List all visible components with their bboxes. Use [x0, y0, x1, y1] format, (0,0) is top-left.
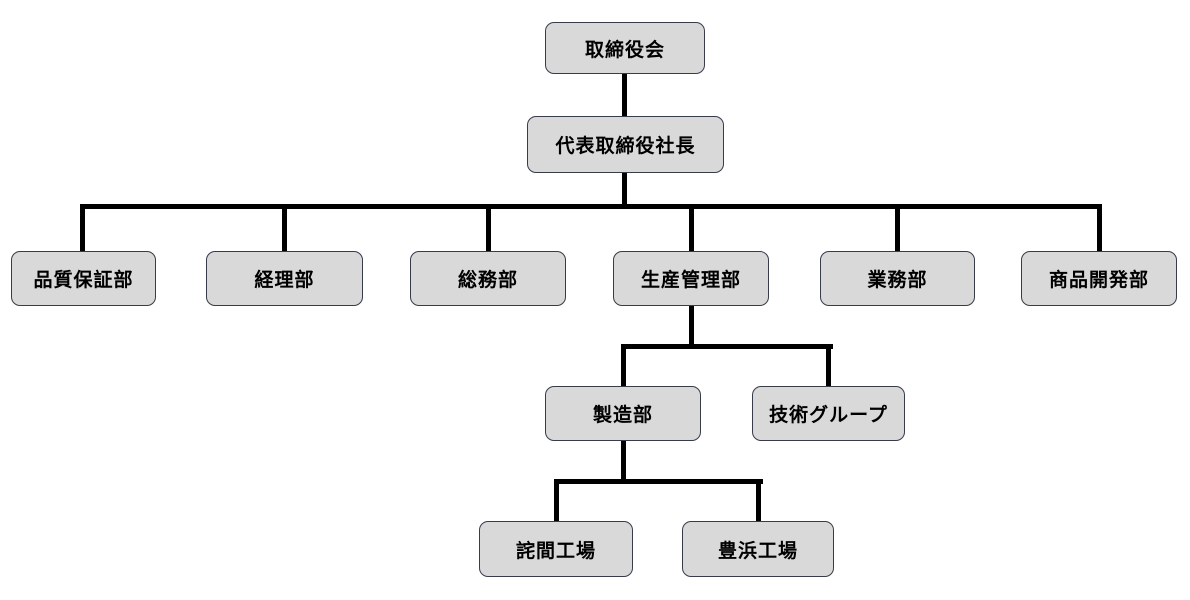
connector-level3-bus — [80, 204, 1102, 209]
connector-drop-accounting — [282, 204, 287, 251]
node-manufacturing: 製造部 — [545, 386, 701, 441]
connector-board-president — [622, 74, 627, 116]
connector-president-stem — [622, 173, 627, 209]
connector-level5-bus — [554, 479, 763, 484]
node-general-affairs: 総務部 — [410, 251, 566, 306]
node-toyohama-factory: 豊浜工場 — [682, 521, 834, 577]
node-board-of-directors: 取締役会 — [545, 22, 705, 74]
connector-drop-general-affairs — [486, 204, 491, 251]
connector-drop-manufacturing — [621, 344, 626, 386]
node-accounting: 経理部 — [206, 251, 363, 306]
connector-level4-bus — [621, 344, 833, 349]
node-technical-group: 技術グループ — [752, 386, 905, 441]
connector-drop-takuma-factory — [554, 479, 559, 521]
node-takuma-factory: 詫間工場 — [479, 521, 633, 577]
node-president: 代表取締役社長 — [527, 116, 724, 173]
connector-drop-production-management — [689, 204, 694, 251]
connector-drop-product-development — [1097, 204, 1102, 251]
connector-drop-operations — [895, 204, 900, 251]
connector-production-management-stem — [689, 306, 694, 349]
node-quality-assurance: 品質保証部 — [11, 251, 156, 306]
connector-manufacturing-stem — [621, 441, 626, 484]
node-production-management: 生産管理部 — [613, 251, 769, 306]
connector-drop-technical-group — [826, 344, 831, 386]
node-product-development: 商品開発部 — [1021, 251, 1177, 306]
node-operations: 業務部 — [820, 251, 975, 306]
connector-drop-toyohama-factory — [756, 479, 761, 521]
connector-drop-quality-assurance — [80, 204, 85, 251]
